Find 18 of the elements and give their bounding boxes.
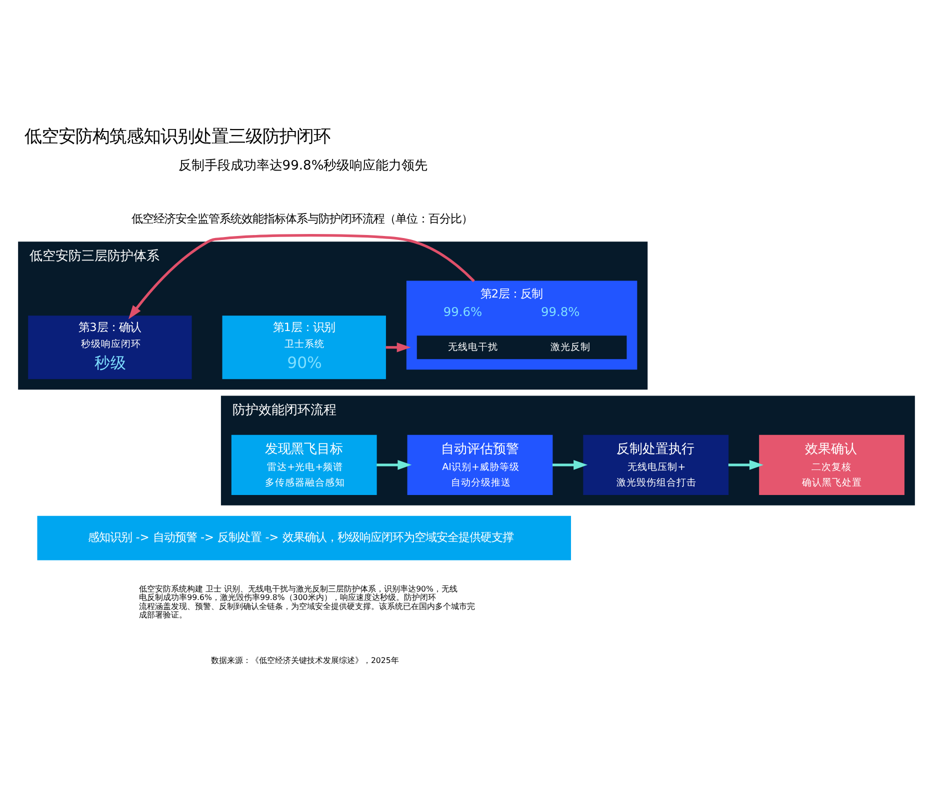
node-box: 无线电干扰 激光反制	[416, 335, 627, 359]
node-box: 效果确认 二次复核 确认黑飞处置	[759, 434, 904, 494]
label: 反制手段成功率达99.8%秒级响应能力领先	[178, 158, 428, 173]
node-box: 自动评估预警 AI识别+威胁等级 自动分级推送	[407, 434, 553, 494]
arrow	[552, 460, 588, 470]
arrow	[386, 342, 411, 352]
node-box: 第1层：识别 卫士系统 90%	[222, 315, 386, 379]
arrow	[128, 234, 475, 319]
node-box: 感知识别 -> 自动预警 -> 反制处置 -> 效果确认，秒级响应闭环为空域安全提供硬支撑	[37, 515, 571, 560]
node-box: 发现黑飞目标 雷达+光电+频谱 多传感器融合感知	[231, 434, 377, 494]
label: 低空安防系统构建 卫士 识别、无线电干扰与激光反制三层防护体系，识别率达90%，无线电反制成功率99.6%，激光毁伤率99.8%（300米内），响应速度达秒级。防护闭环流程涵盖发现、预警、反制到确认全链条，为空域安全提供硬支撑。该系统已在国内多个城市完成部署验证。	[139, 584, 476, 619]
label: 低空经济安全监管系统效能指标体系与防护闭环流程（单位：百分比）	[132, 212, 473, 225]
label: 数据来源：《低空经济关键技术发展综述》，2025年	[210, 655, 399, 664]
arrow	[728, 460, 764, 470]
node-box: 反制处置执行 无线电压制+ 激光毁伤组合打击	[583, 434, 729, 494]
node-box: 第3层：确认 秒级响应闭环 秒级	[28, 315, 192, 379]
diagram-title: 低空安防构筑感知识别处置三级防护闭环	[24, 126, 330, 146]
arrow	[376, 460, 412, 470]
